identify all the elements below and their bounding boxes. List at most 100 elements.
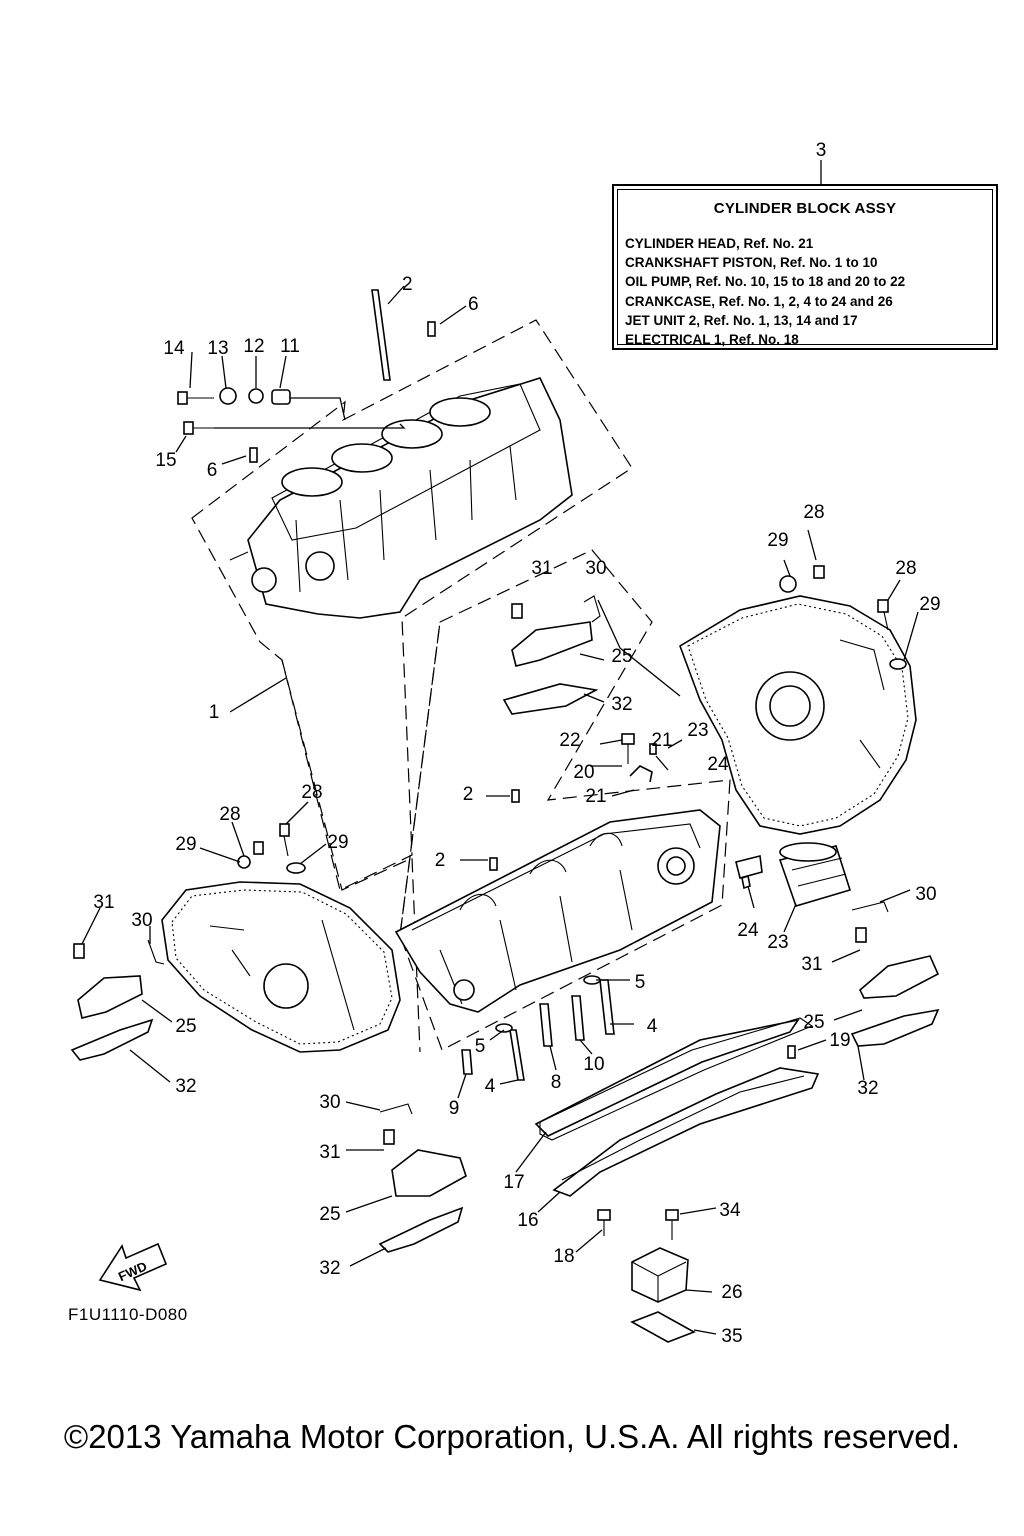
assy-box-title: CYLINDER BLOCK ASSY <box>713 200 897 217</box>
callout-6-left: 5 <box>475 1036 486 1057</box>
oil-pan <box>552 1067 820 1197</box>
callout-20: 20 <box>573 762 594 783</box>
crankcase <box>394 809 721 1013</box>
callout-16: 16 <box>517 1210 538 1231</box>
plate-35 <box>630 1311 696 1343</box>
callout-10: 10 <box>583 1054 604 1075</box>
callout-18: 18 <box>553 1246 574 1267</box>
bolt-22 <box>621 733 635 764</box>
callout-13: 13 <box>207 338 228 359</box>
callout-21-lower: 21 <box>585 786 606 807</box>
electrical-box <box>631 1247 689 1303</box>
dowel-2-upper <box>511 789 520 803</box>
callout-33-upper: 32 <box>611 694 632 715</box>
callout-32-right: 31 <box>801 954 822 975</box>
callout-24: 24 <box>707 754 729 775</box>
cylinder-block-group-outline <box>191 319 633 891</box>
oil-pan-gasket <box>534 1018 800 1137</box>
right-cover-fasteners <box>779 565 907 670</box>
assy-line: CRANKSHAFT PISTON, Ref. No. 1 to 10 <box>625 255 878 271</box>
callout-3: 3 <box>816 140 827 161</box>
callout-4: 2 <box>402 274 413 295</box>
oil-pan-rim <box>561 1075 805 1181</box>
callout-35: 35 <box>721 1326 742 1347</box>
callout-27-right: 25 <box>803 1012 824 1033</box>
oil-filter <box>778 842 852 907</box>
callout-29-left-a: 28 <box>219 804 240 825</box>
callout-32-upper: 31 <box>531 558 552 579</box>
callout-12: 12 <box>243 336 264 357</box>
callout-11: 11 <box>280 336 300 357</box>
dowel-23 <box>649 743 657 755</box>
dowel-7-upper <box>427 321 436 337</box>
engine-mount-right <box>850 901 940 1047</box>
fwd-arrow-icon: FWD <box>98 1242 168 1292</box>
engine-mount-bottom <box>378 1103 467 1253</box>
crankcase-group-outline <box>399 549 731 1051</box>
assy-box-lines: CYLINDER HEAD, Ref. No. 21 CRANKSHAFT PI… <box>625 234 905 349</box>
plug-11 <box>271 389 291 405</box>
dowel-2-lower <box>489 857 498 871</box>
callout-15: 15 <box>155 450 176 471</box>
callout-2-upper: 2 <box>463 784 474 805</box>
callout-30-left-a: 29 <box>175 834 196 855</box>
bolt-15 <box>183 421 214 435</box>
callout-9: 9 <box>449 1098 460 1119</box>
callout-21-upper: 21 <box>651 730 672 751</box>
callout-31-upper: 30 <box>585 558 606 579</box>
callout-32-bottom: 31 <box>319 1142 340 1163</box>
assy-line: CYLINDER HEAD, Ref. No. 21 <box>625 236 814 251</box>
callout-27-left: 25 <box>175 1016 196 1037</box>
washer-13 <box>219 387 237 405</box>
assy-line: OIL PUMP, Ref. No. 10, 15 to 18 and 20 t… <box>625 274 906 290</box>
callout-29-left-b: 28 <box>301 782 322 803</box>
callout-27-upper: 25 <box>611 646 632 667</box>
bolt-34 <box>665 1209 679 1240</box>
callout-19: 19 <box>829 1030 850 1051</box>
callout-8: 8 <box>551 1072 562 1093</box>
callout-29-right: 28 <box>895 558 916 579</box>
copyright-notice: ©2013 Yamaha Motor Corporation, U.S.A. A… <box>63 1418 961 1455</box>
callout-30-left-b: 29 <box>327 832 348 853</box>
callout-7-lower: 6 <box>207 460 218 481</box>
stud-bolt-4 <box>371 289 391 381</box>
oil-filter-nipple <box>735 855 763 890</box>
callout-5-right: 4 <box>647 1016 658 1037</box>
cylinder-block-assy-box: CYLINDER BLOCK ASSY CYLINDER HEAD, Ref. … <box>612 184 998 350</box>
right-side-cover <box>679 595 917 835</box>
crankcase-group-outline-2 <box>399 621 441 936</box>
callout-27-bottom: 25 <box>319 1204 340 1225</box>
callout-30-right: 29 <box>919 594 940 615</box>
callout-25: 23 <box>767 932 788 953</box>
callout-34: 34 <box>719 1200 741 1221</box>
diagram-code: F1U1110-D080 <box>68 1305 188 1324</box>
callout-31-right: 30 <box>915 884 936 905</box>
callout-32-left: 31 <box>93 892 114 913</box>
callout-29-top: 28 <box>803 502 824 523</box>
callout-1: 1 <box>209 702 220 723</box>
oil-pan-gasket-outline <box>539 1017 814 1141</box>
assy-line: CRANKCASE, Ref. No. 1, 2, 4 to 24 and 26 <box>625 293 893 309</box>
callout-17: 17 <box>503 1172 524 1193</box>
dowel-7-lower <box>249 447 258 463</box>
callout-7-upper: 6 <box>468 294 479 315</box>
callout-33-bottom: 32 <box>319 1258 340 1279</box>
leader-lines <box>81 160 919 1335</box>
crankcase-bolts <box>461 975 615 1081</box>
callout-26: 24 <box>737 920 759 941</box>
o-ring-12 <box>248 388 264 404</box>
callout-14: 14 <box>163 338 185 359</box>
callout-6-right: 5 <box>635 972 646 993</box>
pipe-20 <box>629 765 653 783</box>
cylinder-block <box>229 377 573 619</box>
left-cover-fasteners <box>237 823 306 874</box>
engine-mount-upper <box>502 595 601 715</box>
callout-28: 26 <box>721 1282 742 1303</box>
callout-2-lower: 2 <box>435 850 446 871</box>
callout-30-top: 29 <box>767 530 788 551</box>
callout-numbers: 3 2 6 14 13 12 11 15 6 1 31 30 25 32 28 … <box>93 140 940 1347</box>
left-side-cover <box>161 881 401 1053</box>
engine-mount-left <box>70 939 165 1061</box>
callout-5-left: 4 <box>485 1076 496 1097</box>
